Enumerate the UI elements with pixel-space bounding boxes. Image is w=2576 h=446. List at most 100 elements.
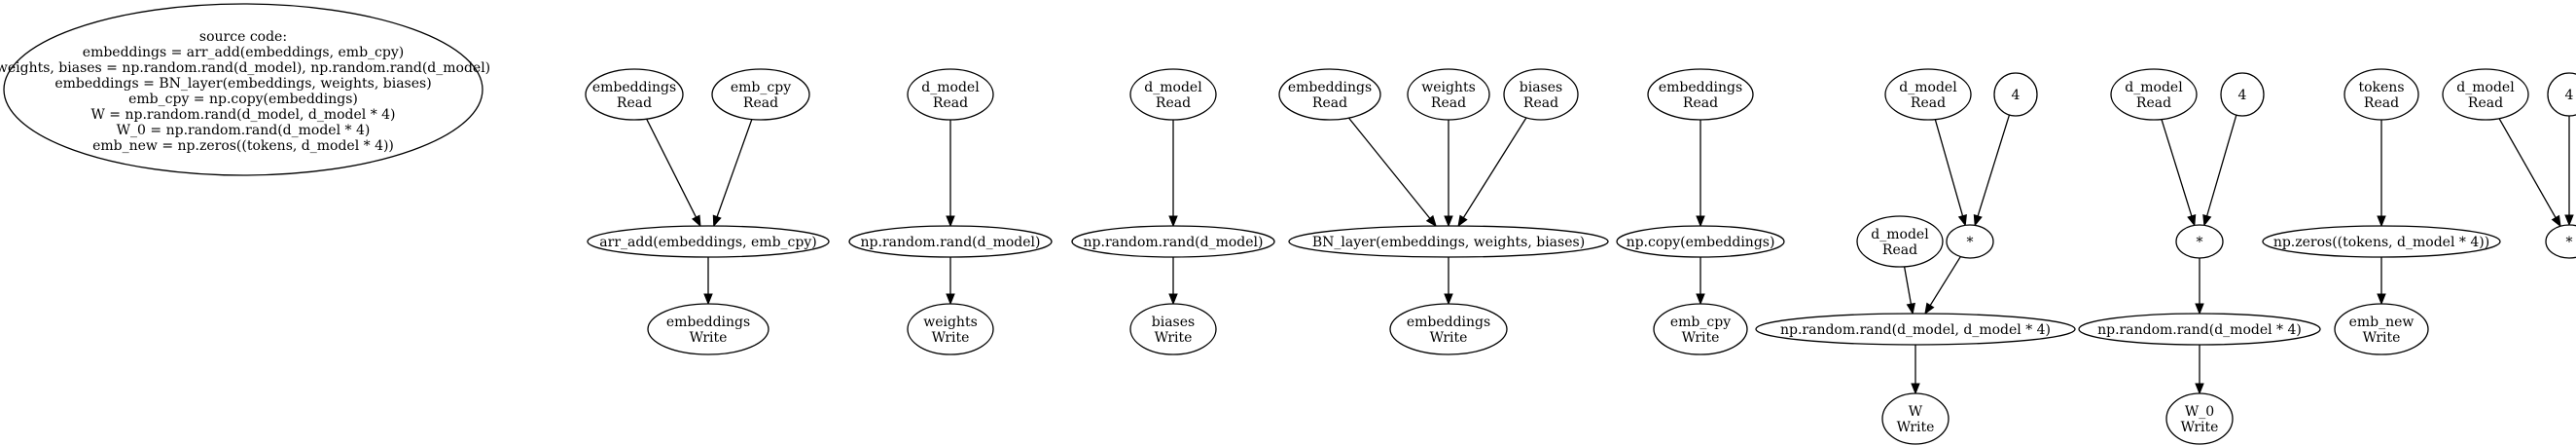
node-ellipse <box>2165 392 2234 445</box>
node-label: Read <box>743 95 778 111</box>
node-label: np.copy(embeddings) <box>1627 235 1775 250</box>
node-label: embeddings <box>1288 80 1372 95</box>
node-ellipse <box>1653 303 1748 355</box>
node-label: Read <box>1312 95 1347 111</box>
node-ellipse <box>2175 224 2224 259</box>
node-label: Read <box>1683 95 1718 111</box>
node-label: Write <box>1897 420 1935 435</box>
edge-line <box>1934 119 1964 216</box>
node-ellipse <box>2547 72 2576 117</box>
edge-arrowhead <box>2377 293 2386 306</box>
node-label: Read <box>1523 95 1558 111</box>
node-ellipse <box>587 225 830 258</box>
graph-node-4: 4 <box>1993 72 2038 117</box>
edge-arrowhead <box>2551 214 2561 228</box>
node-ellipse <box>585 68 684 121</box>
node-ellipse <box>2220 72 2265 117</box>
node-label: W <box>1909 404 1923 420</box>
node-label: np.random.rand(d_model) <box>861 235 1041 250</box>
edge-arrowhead <box>2195 383 2204 395</box>
node-ellipse <box>848 225 1053 258</box>
node-ellipse <box>1755 313 2076 346</box>
source-line: embeddings = BN_layer(embeddings, weight… <box>54 76 431 92</box>
node-label: d_model <box>1871 227 1929 242</box>
edge-line <box>1347 117 1431 219</box>
source-line: source code: <box>199 29 287 45</box>
node-label: embeddings <box>666 315 750 330</box>
node-label: * <box>1967 235 1974 250</box>
node-ellipse <box>1647 68 1754 121</box>
graph-node-4: 4 <box>2220 72 2265 117</box>
node-label: BN_layer(embeddings, weights, biases) <box>1312 235 1585 250</box>
node-ellipse <box>2545 224 2576 259</box>
node-label: emb_new <box>2349 315 2415 330</box>
node-label: weights <box>923 315 978 330</box>
node-label: Read <box>1431 95 1466 111</box>
edge-line <box>1462 117 1527 218</box>
node-label: weights <box>1421 80 1476 95</box>
source-line: weights, biases = np.random.rand(d_model… <box>0 60 490 76</box>
node-label: 4 <box>2238 88 2247 103</box>
node-ellipse <box>1503 68 1579 121</box>
node-ellipse <box>2078 313 2321 346</box>
edge-arrowhead <box>692 214 701 228</box>
node-label: Write <box>2363 330 2401 346</box>
node-ellipse <box>1129 68 1217 121</box>
node-label: Read <box>2136 95 2171 111</box>
node-label: Write <box>1155 330 1193 346</box>
edge-arrowhead <box>1973 213 1983 227</box>
node-label: * <box>2566 235 2573 250</box>
graph-node-np-random-rand-d-model-d-model-4: np.random.rand(d_model, d_model * 4) <box>1755 313 2076 346</box>
node-label: Read <box>1882 242 1917 258</box>
node-ellipse <box>1946 224 1994 259</box>
node-label: np.random.rand(d_model) <box>1084 235 1264 250</box>
edge-line <box>646 118 698 218</box>
graph-node-np-zeros-tokens-d-model-4: np.zeros((tokens, d_model * 4)) <box>2262 225 2501 258</box>
node-label: tokens <box>2358 80 2404 95</box>
edge-line <box>1977 114 2011 217</box>
node-label: embeddings <box>1659 80 1742 95</box>
edge-arrowhead <box>2195 303 2204 316</box>
edge-line <box>716 119 753 217</box>
node-ellipse <box>1856 215 1944 268</box>
node-label: Read <box>1156 95 1191 111</box>
node-label: arr_add(embeddings, emb_cpy) <box>599 235 816 250</box>
node-label: 4 <box>2012 88 2021 103</box>
node-label: d_model <box>1144 80 1202 95</box>
edge-arrowhead <box>712 214 722 228</box>
graph-node-np-copy-embeddings: np.copy(embeddings) <box>1616 225 1785 258</box>
edge-arrowhead <box>1444 293 1453 306</box>
edge-arrowhead <box>2187 213 2197 227</box>
edge-arrowhead <box>1444 215 1453 228</box>
node-label: Write <box>690 330 728 346</box>
node-ellipse <box>1129 303 1217 355</box>
node-label: d_model <box>2125 80 2183 95</box>
edge-arrowhead <box>1696 293 1705 306</box>
edge-line <box>1929 256 1961 306</box>
node-ellipse <box>1616 225 1785 258</box>
node-ellipse <box>1881 392 1950 445</box>
node-label: Write <box>932 330 970 346</box>
node-label: biases <box>1152 315 1195 330</box>
node-ellipse <box>1884 68 1972 121</box>
node-label: Read <box>1911 95 1946 111</box>
edge-line <box>2498 118 2557 218</box>
source-line: embeddings = arr_add(embeddings, emb_cpy… <box>83 45 404 60</box>
node-ellipse <box>1288 225 1609 258</box>
nodes-layer: source code: embeddings = arr_add(embedd… <box>0 3 2576 445</box>
